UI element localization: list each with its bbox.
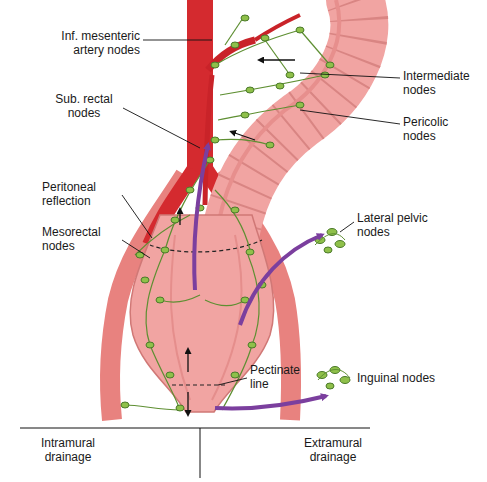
- anatomy-label: Inguinal nodes: [357, 372, 435, 386]
- anatomy-label: Intramural drainage: [28, 437, 108, 465]
- anatomy-label: Intermediate nodes: [403, 70, 483, 98]
- anatomy-label: Sub. rectal nodes: [48, 93, 120, 121]
- anatomy-label: Inf. mesenteric artery nodes: [40, 30, 140, 58]
- anatomy-label: Lateral pelvic nodes: [357, 212, 442, 240]
- anatomy-label: Peritoneal reflection: [42, 181, 120, 209]
- anatomy-label: Extramural drainage: [292, 437, 374, 465]
- anatomy-label: Pectinate line: [250, 364, 312, 392]
- anatomy-label: Mesorectal nodes: [42, 226, 120, 254]
- anatomy-label: Pericolic nodes: [403, 116, 481, 144]
